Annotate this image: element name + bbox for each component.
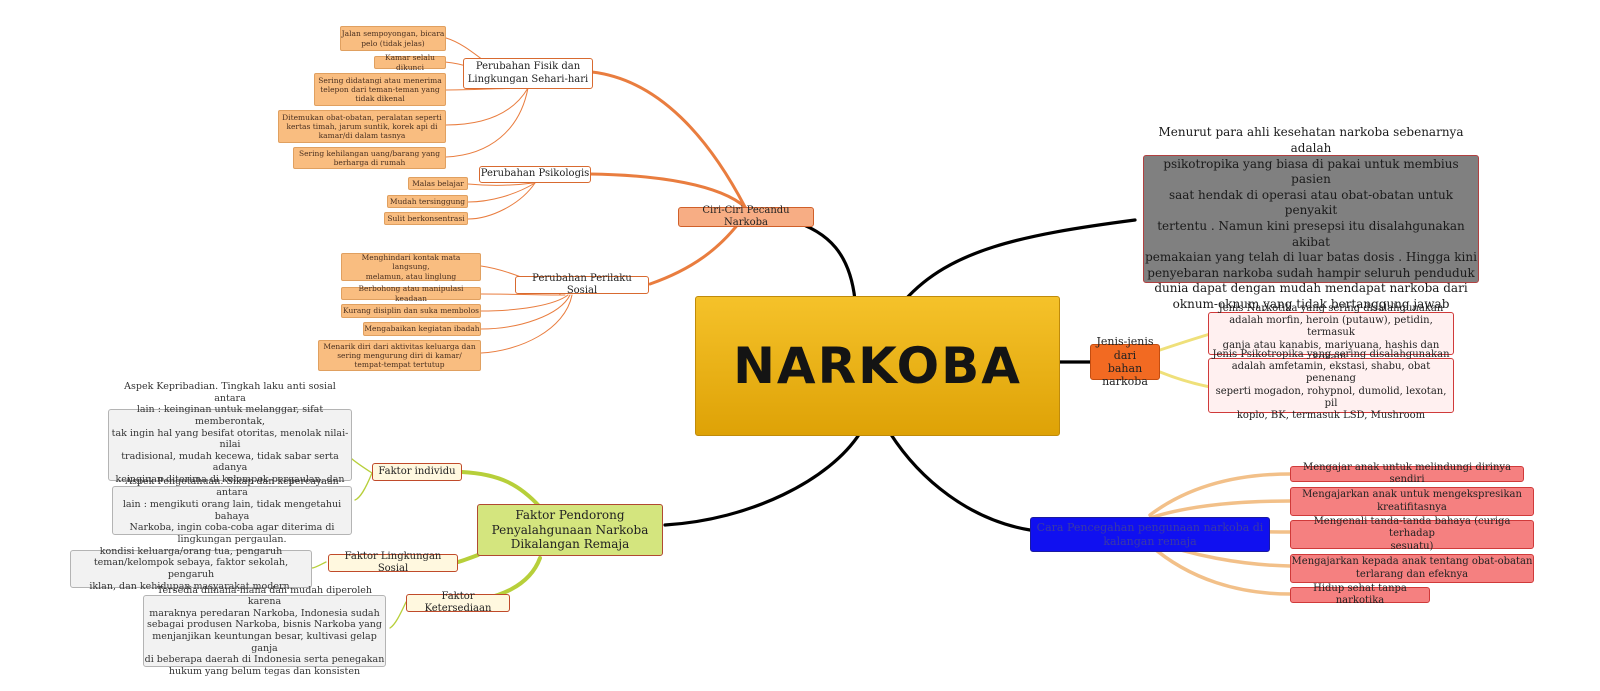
leaf-pencegahan-2-text: Mengajarkan anak untuk mengekspresikan k… bbox=[1302, 489, 1522, 513]
leaf-psikologis-3[interactable]: Sulit berkonsentrasi bbox=[384, 212, 468, 225]
leaf-fisik-1[interactable]: Jalan sempoyongan, bicara pelo (tidak je… bbox=[340, 26, 446, 51]
link-ciri-fisik bbox=[590, 70, 747, 209]
leaf-pencegahan-1[interactable]: Mengajar anak untuk melindungi dirinya s… bbox=[1290, 462, 1524, 485]
topic-jenis-jenis-label: Jenis-jenis dari bahan narkoba bbox=[1096, 335, 1154, 389]
leaf-pencegahan-3[interactable]: Mengenali tanda-tanda bahaya (curiga ter… bbox=[1290, 516, 1534, 552]
leaf-ketersediaan[interactable]: Tersedia dimana-mana dan mudah diperoleh… bbox=[143, 585, 386, 677]
leaf-jenis-psikotropika[interactable]: Jenis Psikotropika yang sering disalahgu… bbox=[1208, 349, 1454, 421]
leaf-jenis-psikotropika-text: Jenis Psikotropika yang sering disalahgu… bbox=[1212, 348, 1450, 421]
subtopic-perubahan-fisik-label: Perubahan Fisik dan Lingkungan Sehari-ha… bbox=[467, 61, 589, 85]
subtopic-faktor-individu-label: Faktor individu bbox=[378, 465, 456, 477]
leaf-sosial-1[interactable]: Menghindari kontak mata langsung, melamu… bbox=[341, 253, 481, 281]
topic-ciri-ciri[interactable]: Ciri-Ciri Pecandu Narkoba bbox=[678, 204, 814, 228]
definition-box[interactable]: Menurut para ahli kesehatan narkoba sebe… bbox=[1143, 125, 1479, 311]
subtopic-perubahan-sosial-label: Perubahan Perilaku Sosial bbox=[532, 272, 632, 296]
leaf-fisik-5-text: Sering kehilangan uang/barang yang berha… bbox=[298, 148, 441, 167]
subtopic-perubahan-sosial[interactable]: Perubahan Perilaku Sosial bbox=[515, 272, 649, 296]
leaf-lingkungan-sosial[interactable]: kondisi keluarga/orang tua, pengaruh tem… bbox=[70, 546, 312, 592]
subtopic-faktor-ketersediaan-label: Faktor Ketersediaan bbox=[424, 590, 492, 614]
topic-faktor-pendorong-label: Faktor Pendorong Penyalahgunaan Narkoba … bbox=[491, 508, 649, 552]
subtopic-faktor-individu[interactable]: Faktor individu bbox=[372, 463, 462, 481]
central-topic[interactable]: NARKOBA bbox=[695, 296, 1060, 436]
subtopic-faktor-lingkungan-sosial-label: Faktor Lingkungan Sosial bbox=[344, 550, 442, 574]
leaf-lingkungan-sosial-text: kondisi keluarga/orang tua, pengaruh tem… bbox=[89, 545, 293, 592]
leaf-individu-kepribadian[interactable]: Aspek Kepribadian. Tingkah laku anti sos… bbox=[108, 381, 352, 508]
leaf-psikologis-1-text: Malas belajar bbox=[412, 178, 464, 188]
leaf-sosial-3[interactable]: Kurang disiplin dan suka membolos bbox=[341, 304, 481, 318]
leaf-psikologis-1[interactable]: Malas belajar bbox=[408, 177, 468, 190]
leaf-fisik-3[interactable]: Sering didatangi atau menerima telepon d… bbox=[314, 73, 446, 106]
leaf-pencegahan-3-text: Mengenali tanda-tanda bahaya (curiga ter… bbox=[1313, 516, 1511, 552]
leaf-jenis-narkotika[interactable]: Jenis Narkotika yang sering disalahgunak… bbox=[1208, 303, 1454, 363]
topic-ciri-ciri-label: Ciri-Ciri Pecandu Narkoba bbox=[702, 204, 790, 228]
leaf-fisik-4-text: Ditemukan obat-obatan, peralatan seperti… bbox=[282, 112, 442, 141]
leaf-jenis-narkotika-text: Jenis Narkotika yang sering disalahgunak… bbox=[1218, 303, 1444, 363]
topic-jenis-jenis[interactable]: Jenis-jenis dari bahan narkoba bbox=[1090, 335, 1160, 388]
central-topic-label: NARKOBA bbox=[733, 336, 1022, 395]
subtopic-perubahan-psikologis-label: Perubahan Psikologis bbox=[480, 168, 590, 180]
leaf-fisik-5[interactable]: Sering kehilangan uang/barang yang berha… bbox=[293, 147, 446, 169]
leaf-sosial-5-text: Menarik diri dari aktivitas keluarga dan… bbox=[323, 341, 476, 370]
subtopic-faktor-lingkungan-sosial[interactable]: Faktor Lingkungan Sosial bbox=[328, 550, 458, 574]
leaf-individu-pengetahuan[interactable]: Aspek Pengetahuan. Sikap dan kepercayaan… bbox=[112, 476, 352, 545]
subtopic-perubahan-fisik[interactable]: Perubahan Fisik dan Lingkungan Sehari-ha… bbox=[463, 58, 593, 89]
topic-cara-pencegahan-label: Cara Pencegahan pengunaan narkoba di kal… bbox=[1036, 521, 1264, 548]
leaf-fisik-4[interactable]: Ditemukan obat-obatan, peralatan seperti… bbox=[278, 110, 446, 143]
leaf-pencegahan-1-text: Mengajar anak untuk melindungi dirinya s… bbox=[1302, 461, 1512, 485]
leaf-sosial-4[interactable]: Mengabaikan kegiatan ibadah bbox=[363, 322, 481, 336]
leaf-psikologis-2[interactable]: Mudah tersinggung bbox=[387, 195, 468, 208]
leaf-sosial-1-text: Menghindari kontak mata langsung, melamu… bbox=[361, 253, 461, 281]
leaf-pencegahan-4-text: Mengajarkan kepada anak tentang obat-oba… bbox=[1291, 556, 1533, 580]
leaf-sosial-5[interactable]: Menarik diri dari aktivitas keluarga dan… bbox=[318, 340, 481, 371]
link-ciri-psikologis bbox=[588, 172, 747, 209]
leaf-pencegahan-5-text: Hidup sehat tanpa narkotika bbox=[1313, 582, 1407, 606]
link-central-pendorong bbox=[663, 431, 862, 527]
link-pendorong-individu bbox=[460, 470, 542, 509]
topic-faktor-pendorong[interactable]: Faktor Pendorong Penyalahgunaan Narkoba … bbox=[477, 504, 663, 556]
link-central-pencegahan bbox=[888, 431, 1032, 532]
leaf-psikologis-3-text: Sulit berkonsentrasi bbox=[387, 213, 465, 223]
leaf-fisik-2-text: Kamar selalu dikunci bbox=[384, 53, 435, 72]
link-central-ciri bbox=[788, 218, 857, 302]
leaf-individu-kepribadian-text: Aspek Kepribadian. Tingkah laku anti sos… bbox=[111, 381, 349, 508]
topic-cara-pencegahan[interactable]: Cara Pencegahan pengunaan narkoba di kal… bbox=[1030, 517, 1270, 552]
leaf-fisik-3-text: Sering didatangi atau menerima telepon d… bbox=[318, 75, 442, 104]
leaf-fisik-2[interactable]: Kamar selalu dikunci bbox=[374, 53, 446, 72]
leaf-pencegahan-2[interactable]: Mengajarkan anak untuk mengekspresikan k… bbox=[1290, 487, 1534, 516]
leaf-individu-pengetahuan-text: Aspek Pengetahuan. Sikap dan kepercayaan… bbox=[122, 475, 342, 545]
subtopic-perubahan-psikologis[interactable]: Perubahan Psikologis bbox=[479, 166, 591, 183]
leaf-sosial-2-text: Berbohong atau manipulasi keadaan bbox=[358, 284, 464, 303]
leaf-ketersediaan-text: Tersedia dimana-mana dan mudah diperoleh… bbox=[144, 584, 385, 677]
subtopic-faktor-ketersediaan[interactable]: Faktor Ketersediaan bbox=[406, 590, 510, 614]
leaf-pencegahan-4[interactable]: Mengajarkan kepada anak tentang obat-oba… bbox=[1290, 554, 1534, 583]
link-central-definition bbox=[903, 218, 1137, 302]
leaf-psikologis-2-text: Mudah tersinggung bbox=[389, 196, 466, 206]
link-pendorong-lingkungan bbox=[456, 553, 480, 564]
leaf-pencegahan-5[interactable]: Hidup sehat tanpa narkotika bbox=[1290, 583, 1430, 606]
leaf-sosial-3-text: Kurang disiplin dan suka membolos bbox=[343, 306, 479, 316]
leaf-sosial-2[interactable]: Berbohong atau manipulasi keadaan bbox=[341, 284, 481, 303]
definition-text: Menurut para ahli kesehatan narkoba sebe… bbox=[1145, 125, 1477, 311]
leaf-sosial-4-text: Mengabaikan kegiatan ibadah bbox=[364, 324, 480, 334]
leaf-fisik-1-text: Jalan sempoyongan, bicara pelo (tidak je… bbox=[341, 29, 445, 48]
